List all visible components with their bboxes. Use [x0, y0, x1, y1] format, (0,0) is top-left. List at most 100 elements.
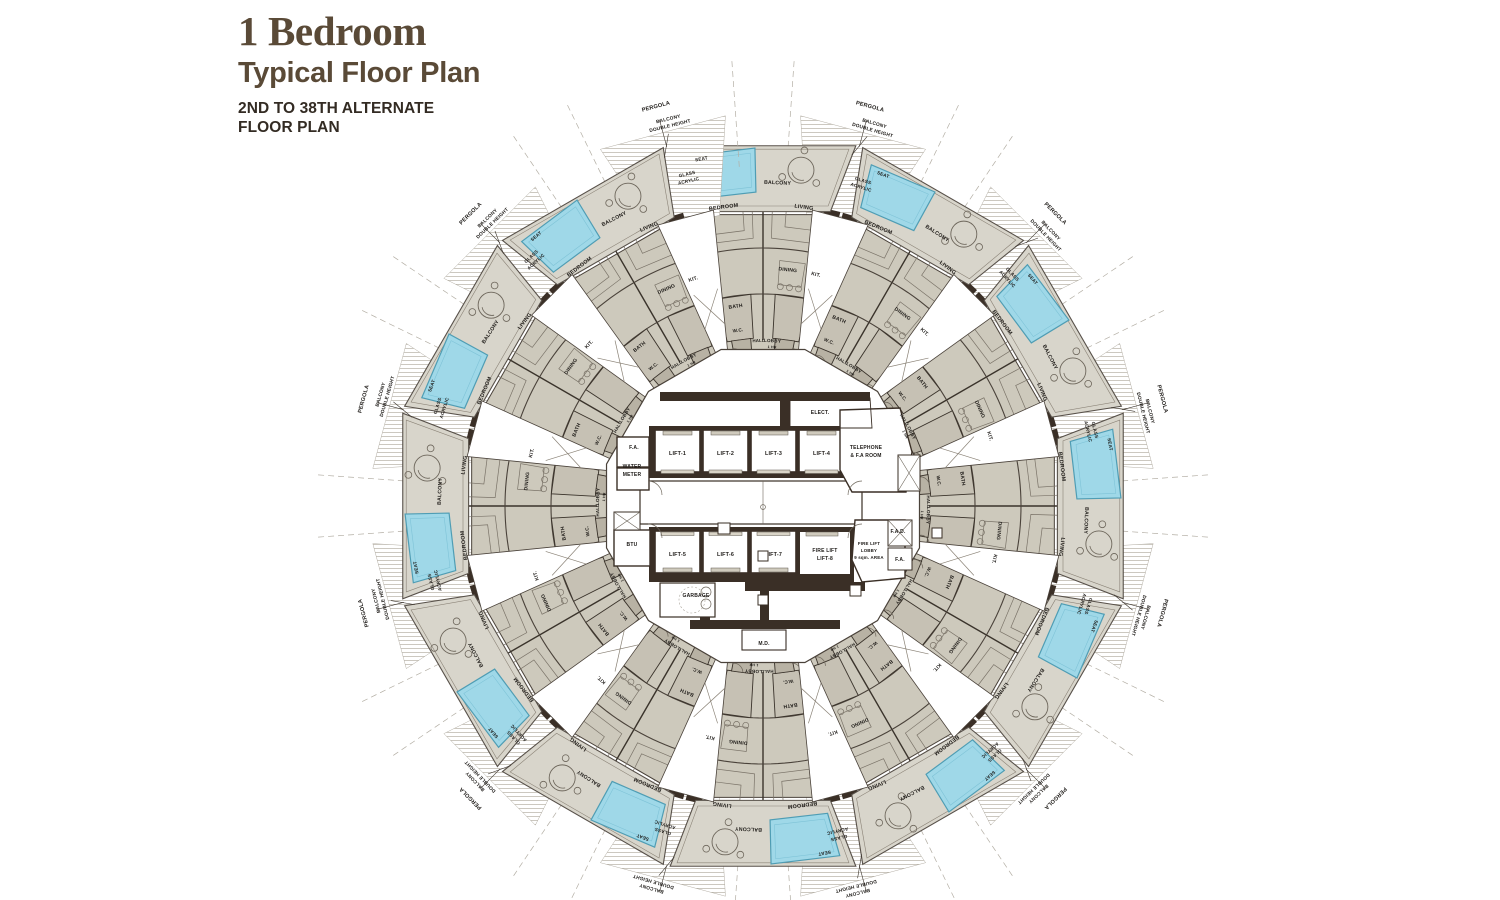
leader-line: [858, 865, 867, 893]
furniture: [558, 347, 594, 383]
description-line-1: 2ND TO 38TH ALTERNATE: [238, 100, 435, 117]
unit-partition-wall: [906, 355, 1024, 424]
balcony-chair: [417, 469, 431, 479]
dining-label: DINING: [729, 738, 748, 746]
core-room-label: GARBAGE: [683, 593, 710, 599]
door-swing: [884, 609, 895, 619]
leader-line: [390, 600, 415, 605]
furniture: [976, 538, 984, 545]
pool-inner-line: [774, 818, 835, 860]
balcony-rim: [989, 599, 1116, 760]
alarm-point-marker: [757, 594, 769, 606]
description-line-2: FLOOR PLAN: [238, 119, 340, 136]
balcony-chair: [573, 786, 582, 795]
shaft-cross: [808, 682, 822, 724]
shaft-cross: [704, 288, 718, 330]
balcony-chair: [452, 617, 461, 626]
door-swing: [647, 523, 663, 539]
balcony-table: [548, 764, 576, 792]
furniture: [776, 283, 784, 291]
dining-label: DINING: [995, 521, 1003, 540]
unit-partition-wall: [514, 329, 576, 435]
plunge-pool: [860, 163, 936, 232]
unit-partition-wall: [615, 302, 702, 354]
balcony-table: [1059, 357, 1087, 385]
balcony-rim: [410, 599, 537, 760]
wc-label: W.C.: [867, 640, 879, 651]
balcony-table: [614, 182, 642, 210]
hall-label: HALL: [926, 495, 931, 508]
balcony-chair: [1025, 708, 1038, 718]
balcony-chair: [778, 173, 786, 181]
acrylic-glass-label: GLASS: [427, 573, 436, 591]
balcony-chair: [702, 844, 711, 853]
furniture: [795, 285, 802, 293]
balcony-chair: [639, 205, 648, 213]
seat-label: SEAT: [1090, 619, 1099, 633]
shaft-cross: [597, 644, 640, 655]
pool-inner-line: [1044, 609, 1099, 672]
shaft-cross: [614, 629, 625, 672]
unit-partition-wall: [845, 245, 914, 363]
lift-label: LIFT-3: [765, 451, 782, 457]
furniture: [553, 580, 561, 588]
unit-partition-wall: [502, 355, 620, 424]
leader-line: [664, 133, 669, 158]
furniture: [531, 581, 565, 615]
guide-line: [389, 695, 482, 758]
unit-partition-wall: [612, 649, 681, 767]
leader-line: [1122, 402, 1150, 411]
double-height-balcony-label: BALCONY: [1144, 399, 1156, 425]
bedroom-label: BEDROOM: [460, 530, 470, 560]
shaft-cross: [614, 340, 625, 383]
core-room-label: BTU: [627, 542, 638, 548]
pool-inner-line: [597, 787, 660, 842]
balcony-chair: [490, 281, 499, 290]
balcony-rim: [989, 252, 1116, 413]
alarm-point-marker: [931, 527, 943, 539]
balcony-rim: [410, 252, 537, 413]
shaft-cross: [901, 629, 912, 672]
furniture: [935, 634, 943, 642]
kitchen-label: KIT.: [811, 271, 822, 279]
guide-line: [358, 308, 458, 358]
door-swing: [847, 523, 863, 539]
seat-label: SEAT: [695, 155, 708, 162]
fire-lift-cab: [798, 530, 852, 576]
balcony-chair: [909, 824, 918, 833]
kitchen-label: KIT.: [528, 447, 536, 458]
plunge-pool: [420, 333, 489, 409]
guide-line: [911, 101, 961, 201]
balcony-chair: [1076, 547, 1084, 555]
lobby-rating-label: 1 HR: [602, 492, 607, 501]
furniture: [720, 724, 749, 752]
acrylic-glass-label: GLASS: [1084, 597, 1094, 615]
acrylic-glass-label: ACRYLIC: [433, 569, 443, 592]
furniture: [604, 675, 640, 711]
core-bottom-wall: [690, 620, 840, 629]
shaft-cross: [939, 551, 981, 565]
pool-inner-line: [931, 746, 998, 806]
unit-partition-wall: [917, 564, 968, 652]
fire-lift-label: LIFT-8: [817, 556, 833, 562]
hall-label: HALL: [616, 586, 627, 599]
wc-label: W.C.: [618, 610, 629, 622]
pool-inner-line: [427, 340, 482, 403]
double-height-balcony-label: BALCONY: [844, 887, 870, 899]
seat-label: SEAT: [412, 561, 419, 574]
balcony-chair: [941, 237, 949, 245]
balcony-chair: [897, 792, 906, 800]
balcony-chair: [1084, 380, 1092, 388]
guide-line: [511, 787, 574, 880]
balcony-chair: [1110, 553, 1118, 561]
shaft-cross: [551, 543, 582, 576]
shaft-cross: [613, 511, 641, 531]
acrylic-glass-label: ACRYLIC: [1076, 593, 1087, 616]
pergola-label: PERGOLA: [357, 598, 370, 628]
bath-label: BATH: [728, 303, 743, 311]
balcony-rim: [856, 732, 1017, 859]
balcony-rim: [1062, 419, 1121, 593]
telephone-fa-room: [839, 407, 913, 493]
shaft-cross: [693, 294, 726, 325]
leader-line: [857, 854, 862, 879]
